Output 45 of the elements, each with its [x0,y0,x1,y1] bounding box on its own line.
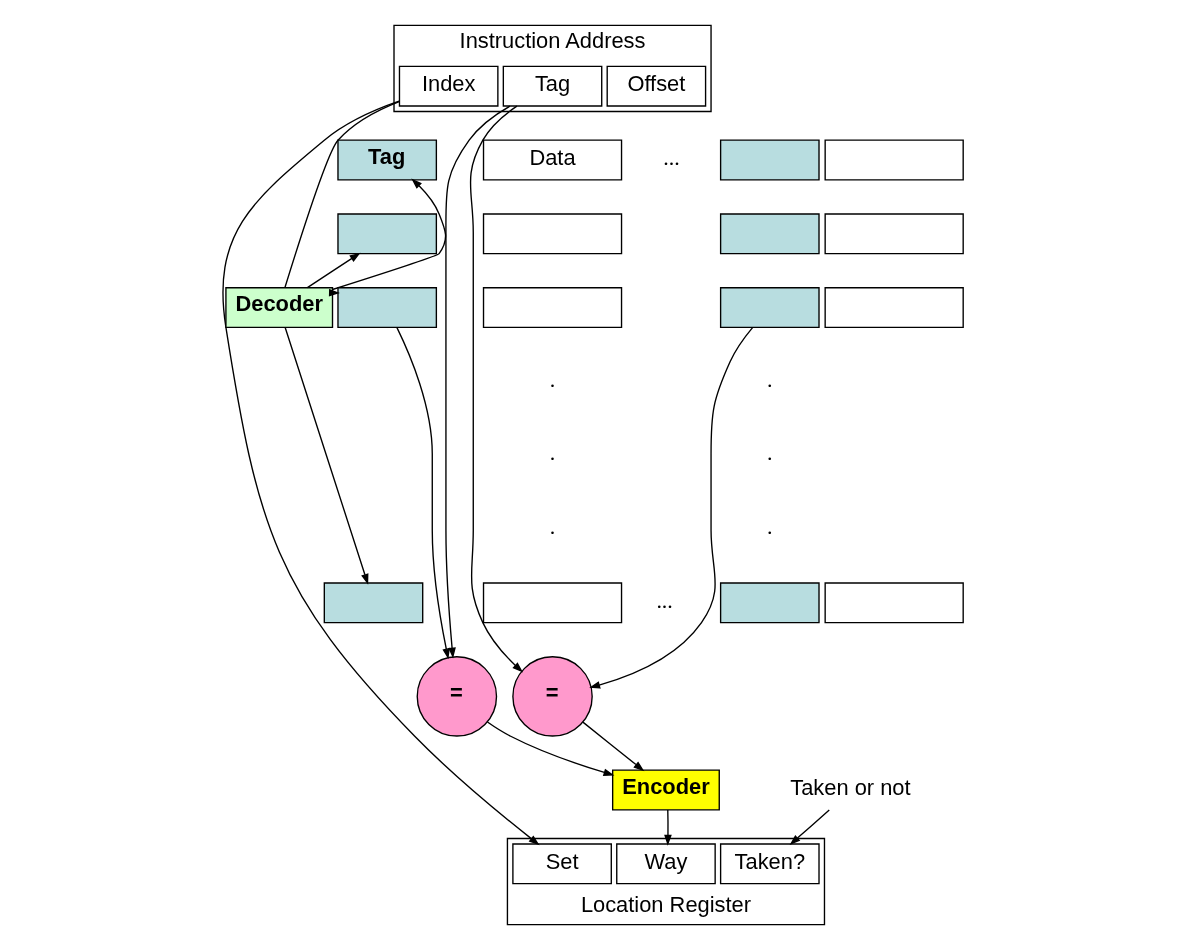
label: . [767,367,773,392]
node-box [719,212,820,254]
node-box [719,581,820,623]
connector [284,100,400,288]
node-box: Tag [337,139,438,180]
arrow [284,326,369,585]
node-circle: = [416,655,498,737]
label: . [549,514,556,539]
arrow [445,105,511,659]
label: ... [656,588,673,613]
node-box [482,581,623,623]
arrow [582,720,645,771]
arrow [396,326,450,659]
node-box [323,581,424,623]
node-box: Taken? [719,842,820,884]
arrow [789,808,830,845]
node-box: Tag [502,65,603,107]
node-box [719,139,820,180]
arrow [469,105,524,673]
label: . [767,440,773,465]
arrow [664,808,672,846]
node-text: Taken or not [790,774,911,800]
node-box: Encoder [611,769,720,810]
label: . [767,514,773,539]
arrow [589,326,754,689]
label: . [549,367,556,392]
node-box [824,139,964,180]
label: . [549,440,556,465]
arrow [486,720,615,776]
node-box: Way [616,842,716,884]
arrow [306,252,361,288]
node-box [824,581,964,623]
node-box: Data [482,139,623,180]
node-box [482,212,623,254]
node-box [482,286,623,328]
node-box: Set [512,842,612,884]
node-box [824,286,964,328]
node-box [719,286,820,328]
node-box [337,212,438,254]
node-box [337,286,438,328]
node-box: Index [398,65,499,107]
node-box [824,212,964,254]
node-box: Offset [606,65,707,107]
arrow [331,178,447,290]
label: ... [663,145,680,170]
